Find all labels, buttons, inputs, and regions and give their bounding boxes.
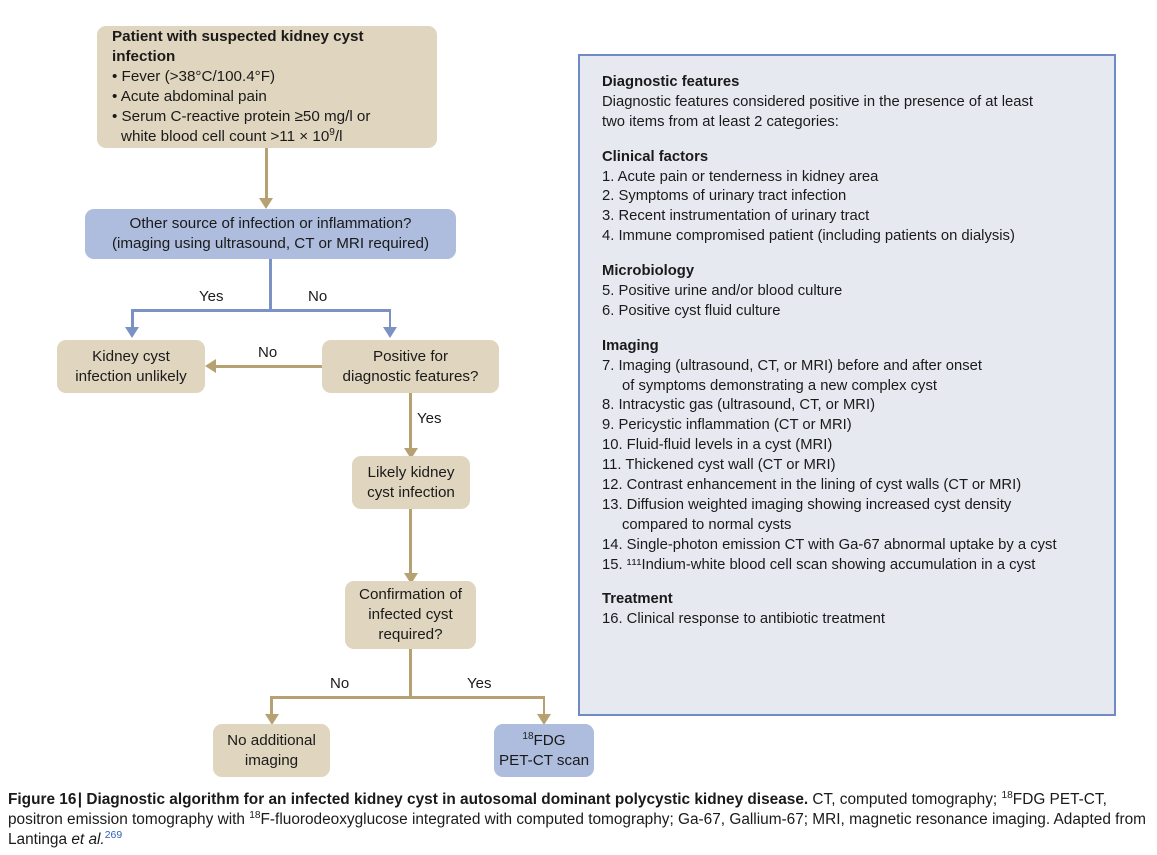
- section-title-treatment: Treatment: [602, 591, 673, 608]
- patient-bullet-crp: • Serum C-reactive protein ≥50 mg/l or: [112, 107, 371, 125]
- unlikely-line-2: infection unlikely: [75, 367, 187, 385]
- positive-line-1: Positive for: [372, 347, 449, 365]
- likely-line-2: cyst infection: [367, 483, 455, 501]
- edge-label-yes-positive: Yes: [417, 410, 442, 427]
- arrowhead-positive-to-unlikely: [205, 359, 216, 373]
- arrowhead-to-unlikely: [125, 327, 139, 338]
- caption-isotope-1: 18: [1001, 789, 1013, 801]
- confirmation-line-3: required?: [378, 625, 443, 643]
- connector-positive-to-unlikely: [216, 365, 322, 368]
- list-item: 16. Clinical response to antibiotic trea…: [602, 611, 885, 628]
- patient-bullet-fever: • Fever (>38°C/100.4°F): [112, 68, 276, 86]
- list-item: 14. Single-photon emission CT with Ga-67…: [602, 536, 1057, 553]
- edge-label-no-other-source: No: [308, 288, 328, 305]
- connector-positive-to-likely: [409, 393, 412, 451]
- pet-ct-line-2: PET-CT scan: [498, 751, 590, 769]
- flow-node-likely-infection: Likely kidney cyst infection: [352, 456, 470, 509]
- patient-node-title: Patient with suspected kidney cyst infec…: [112, 27, 364, 65]
- confirmation-line-1: Confirmation of: [359, 586, 462, 604]
- figure-separator: |: [77, 791, 83, 808]
- connector-likely-to-confirmation: [409, 509, 412, 576]
- caption-text-2: FDG PET-CT, positron emission tomography…: [8, 791, 1107, 829]
- section-title-microbiology: Microbiology: [602, 263, 695, 280]
- list-item: 6. Positive cyst fluid culture: [602, 302, 781, 319]
- figure-title: Diagnostic algorithm for an infected kid…: [86, 791, 809, 808]
- flow-node-pet-ct-scan: 18FDG PET-CT scan: [494, 724, 594, 777]
- arrowhead-positive-to-likely: [403, 448, 418, 459]
- flow-node-patient-suspected: Patient with suspected kidney cyst infec…: [97, 26, 437, 148]
- section-title-clinical-factors: Clinical factors: [602, 148, 709, 165]
- edge-label-no-confirmation: No: [330, 675, 350, 692]
- list-item: 9. Pericystic inflammation (CT or MRI): [602, 417, 852, 434]
- connector-to-unlikely: [131, 309, 134, 330]
- panel-intro-line-1: Diagnostic features considered positive …: [602, 93, 1034, 110]
- connector-confirmation-split: [270, 696, 545, 699]
- section-title-imaging: Imaging: [602, 337, 659, 354]
- list-item: 3. Recent instrumentation of urinary tra…: [602, 208, 870, 225]
- caption-isotope-2: 18: [249, 809, 261, 821]
- unlikely-line-1: Kidney cyst: [92, 347, 170, 365]
- no-imaging-line-2: imaging: [244, 751, 299, 769]
- diagnostic-features-panel: Diagnostic features Diagnostic features …: [578, 54, 1116, 716]
- panel-spacer: [602, 133, 1094, 148]
- flow-node-other-source: Other source of infection or inflammatio…: [85, 209, 456, 259]
- caption-et-al: et al.: [71, 831, 105, 849]
- flow-node-infection-unlikely: Kidney cyst infection unlikely: [57, 340, 205, 393]
- list-item: 2. Symptoms of urinary tract infection: [602, 188, 847, 205]
- flow-node-positive-features: Positive for diagnostic features?: [322, 340, 499, 393]
- list-item: 15. ¹¹¹Indium-white blood cell scan show…: [602, 556, 1036, 573]
- edge-label-yes-confirmation: Yes: [467, 675, 492, 692]
- list-item: 12. Contrast enhancement in the lining o…: [602, 477, 1022, 494]
- panel-intro-line-2: two items from at least 2 categories:: [602, 113, 839, 130]
- caption-text-1: CT, computed tomography;: [808, 791, 1002, 808]
- panel-spacer: [602, 247, 1094, 262]
- arrowhead-to-no-imaging: [264, 714, 279, 725]
- connector-to-no-imaging: [270, 696, 273, 717]
- edge-label-no-positive: No: [258, 344, 278, 361]
- list-item: 11. Thickened cyst wall (CT or MRI): [602, 457, 836, 474]
- caption-text-3: F-fluorodeoxyglucose integrated with com…: [8, 811, 1146, 849]
- connector-confirmation-stem: [409, 649, 412, 698]
- positive-line-2: diagnostic features?: [342, 367, 479, 385]
- other-source-line-2: (imaging using ultrasound, CT or MRI req…: [111, 235, 430, 252]
- wbc-exponent: 9: [329, 126, 335, 138]
- panel-heading: Diagnostic features: [602, 74, 740, 90]
- list-item: 5. Positive urine and/or blood culture: [602, 283, 843, 300]
- arrowhead-likely-to-confirmation: [403, 573, 418, 584]
- flow-node-no-additional-imaging: No additional imaging: [213, 724, 330, 777]
- connector-to-positive-features: [388, 309, 391, 330]
- edge-label-yes-other-source: Yes: [199, 288, 224, 305]
- list-item: 10. Fluid-fluid levels in a cyst (MRI): [602, 437, 833, 454]
- list-item: 7. Imaging (ultrasound, CT, or MRI) befo…: [602, 357, 982, 394]
- arrowhead-to-positive-features: [383, 327, 397, 338]
- figure-label: Figure 16: [8, 791, 77, 808]
- connector-other-source-stem: [269, 259, 272, 311]
- arrowhead-to-pet-ct: [537, 714, 551, 725]
- confirmation-line-2: infected cyst: [368, 606, 453, 624]
- panel-spacer: [602, 322, 1094, 337]
- panel-spacer: [602, 575, 1094, 590]
- list-item: 13. Diffusion weighted imaging showing i…: [602, 496, 1012, 533]
- list-item: 4. Immune compromised patient (including…: [602, 228, 1015, 245]
- likely-line-1: Likely kidney: [367, 463, 455, 481]
- fdg-isotope-superscript: 18: [522, 730, 534, 742]
- no-imaging-line-1: No additional: [227, 731, 316, 749]
- list-item: 1. Acute pain or tenderness in kidney ar…: [602, 168, 879, 185]
- connector-other-source-split: [131, 309, 391, 312]
- list-item: 8. Intracystic gas (ultrasound, CT, or M…: [602, 397, 876, 414]
- caption-reference-number: 269: [104, 829, 123, 841]
- connector-patient-to-other-source: [265, 148, 268, 201]
- figure-caption: Figure 16 | Diagnostic algorithm for an …: [8, 790, 1153, 850]
- arrowhead-patient-to-other-source: [259, 198, 273, 209]
- patient-bullet-pain: • Acute abdominal pain: [112, 88, 267, 105]
- other-source-line-1: Other source of infection or inflammatio…: [129, 215, 412, 233]
- flow-node-confirmation-required: Confirmation of infected cyst required?: [345, 581, 476, 649]
- connector-to-pet-ct: [542, 696, 545, 717]
- pet-ct-line-1: 18FDG: [522, 730, 566, 749]
- patient-bullet-wbc: white blood cell count >11 × 109/l: [121, 126, 343, 145]
